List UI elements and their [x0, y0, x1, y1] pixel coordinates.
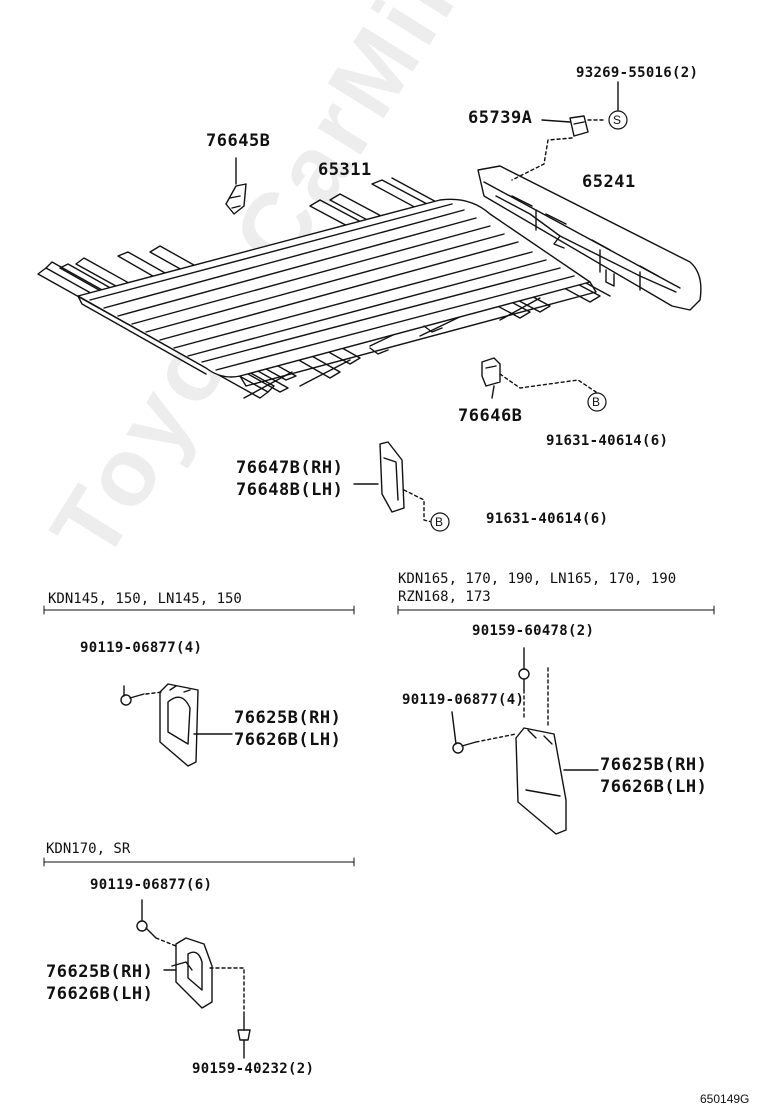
- callout-circle-b2: [430, 512, 450, 532]
- part-76646B-label: 76646B: [458, 406, 523, 426]
- section-right-title-2: RZN168, 173: [398, 589, 491, 605]
- callout-b2-letter: B: [435, 515, 444, 529]
- left-mudflap-drawing: [120, 683, 233, 767]
- callout-s-letter: S: [613, 113, 622, 127]
- section-left-bolt-label: 90119-06877(4): [80, 640, 203, 656]
- part-91631-a-label: 91631-40614(6): [546, 433, 669, 449]
- section-right-flap-lh-label: 76626B(LH): [600, 777, 708, 797]
- part-91631-b-label: 91631-40614(6): [486, 511, 609, 527]
- diagram-code: 650149G: [700, 1092, 750, 1106]
- section-bottom-bolt-label: 90119-06877(6): [90, 877, 213, 893]
- bottom-mudflap-drawing: [136, 899, 251, 1059]
- bracket-76646B-drawing: [481, 357, 597, 399]
- section-bottom-flap-lh-label: 76626B(LH): [46, 984, 154, 1004]
- part-65241-label: 65241: [582, 172, 636, 192]
- right-mudflap-drawing: [451, 647, 599, 835]
- section-bottom-title: KDN170, SR: [46, 841, 131, 857]
- bracket-76647B-drawing: [353, 441, 433, 523]
- part-93269-label: 93269-55016(2): [576, 65, 699, 81]
- rear-sill-drawing: [477, 165, 702, 311]
- section-right-screw-label: 90159-60478(2): [472, 623, 595, 639]
- callout-b1-letter: B: [592, 395, 601, 409]
- part-65739A-label: 65739A: [468, 108, 533, 128]
- bracket-76645B-drawing: [225, 157, 247, 215]
- section-right-title-1: KDN165, 170, 190, LN165, 170, 190: [398, 571, 677, 587]
- section-left-flap-lh-label: 76626B(LH): [234, 730, 342, 750]
- section-left-flap-rh-label: 76625B(RH): [234, 708, 342, 728]
- callout-circle-s: [608, 110, 628, 130]
- section-rules: [43, 605, 715, 867]
- section-left-title: KDN145, 150, LN145, 150: [48, 591, 242, 607]
- part-76648B-label: 76648B(LH): [236, 480, 344, 500]
- section-right-flap-rh-label: 76625B(RH): [600, 755, 708, 775]
- section-right-bolt-label: 90119-06877(4): [402, 692, 525, 708]
- section-bottom-flap-rh-label: 76625B(RH): [46, 962, 154, 982]
- part-76645B-label: 76645B: [206, 131, 271, 151]
- callout-circle-b1: [587, 392, 607, 412]
- cargo-deck-drawing: [77, 198, 597, 387]
- section-bottom-screw-label: 90159-40232(2): [192, 1061, 315, 1077]
- part-76647B-label: 76647B(RH): [236, 458, 344, 478]
- part-65311-label: 65311: [318, 160, 372, 180]
- bracket-65739A-drawing: [511, 81, 619, 181]
